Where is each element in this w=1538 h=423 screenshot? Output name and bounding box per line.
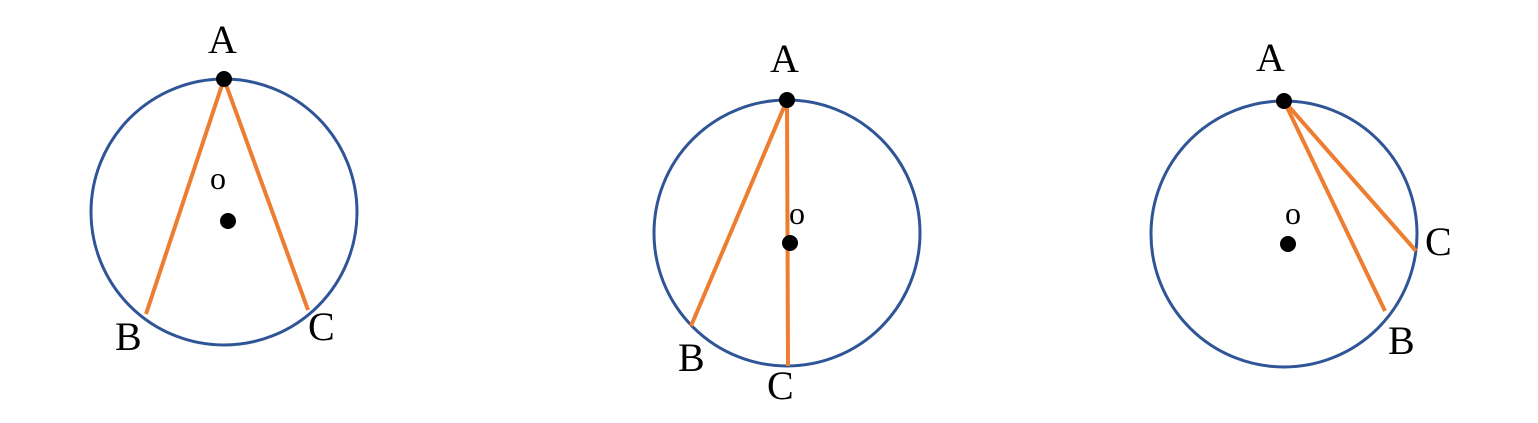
circle <box>1149 99 1419 369</box>
label-b: B <box>678 335 705 380</box>
chord-ab <box>144 78 226 315</box>
label-a: A <box>770 36 799 81</box>
label-a: A <box>208 17 237 62</box>
center-point <box>1280 236 1296 252</box>
center-point <box>782 235 798 251</box>
chord-ab <box>689 99 789 327</box>
figure-2: A o B C <box>652 36 922 408</box>
figure-3: A o B C <box>1149 35 1452 369</box>
label-o: o <box>210 160 226 196</box>
point-a <box>216 71 232 87</box>
label-o: o <box>789 195 805 231</box>
chord-ac <box>1282 99 1418 253</box>
label-b: B <box>1388 318 1415 363</box>
chord-ab <box>1282 100 1387 312</box>
label-b: B <box>115 314 142 359</box>
label-c: C <box>308 304 335 349</box>
label-o: o <box>1285 195 1301 231</box>
center-point <box>220 213 236 229</box>
label-c: C <box>767 363 794 408</box>
point-a <box>1276 93 1292 109</box>
label-c: C <box>1425 219 1452 264</box>
figure-1: A o B C <box>89 17 359 359</box>
label-a: A <box>1256 35 1285 80</box>
point-a <box>779 92 795 108</box>
chord-ac <box>785 99 790 367</box>
chord-ac <box>222 78 310 311</box>
